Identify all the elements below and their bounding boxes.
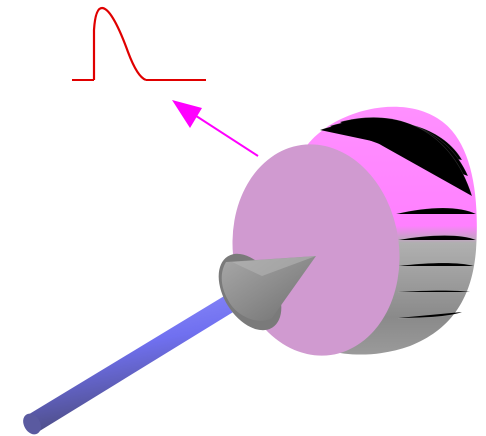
pointer-arrow-shaft bbox=[189, 111, 259, 157]
pointer-arrow-head bbox=[172, 100, 202, 128]
disk-side-facets bbox=[319, 117, 477, 319]
pointer-arrow-icon bbox=[172, 100, 259, 157]
arrowhead-cone-highlight bbox=[232, 256, 316, 276]
arrowhead-cone bbox=[221, 256, 316, 321]
arrow-shaft bbox=[26, 284, 256, 432]
3d-arrow-icon bbox=[23, 253, 316, 435]
arrow-shaft-end bbox=[23, 413, 41, 435]
cylinder-disk-icon bbox=[232, 106, 477, 356]
pulse-curve bbox=[92, 6, 147, 82]
pulse-waveform-icon bbox=[72, 6, 206, 82]
